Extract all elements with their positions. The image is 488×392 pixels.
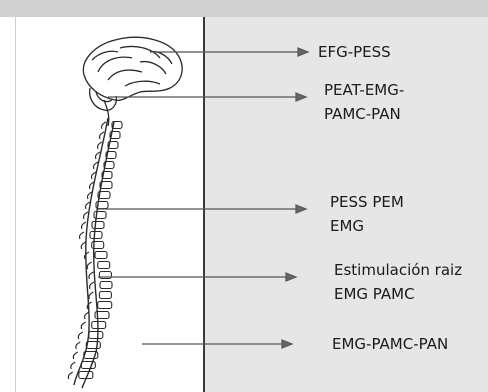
connector-lines	[98, 48, 308, 348]
arrow-head-1	[298, 48, 308, 56]
spinous-process	[89, 292, 94, 299]
label-line: PEAT-EMG-	[324, 78, 404, 102]
label-line: EFG-PESS	[318, 40, 391, 64]
arrow-head-5	[282, 340, 292, 348]
spinous-process	[81, 322, 86, 329]
vertebra	[92, 322, 106, 329]
spinous-process	[89, 272, 94, 279]
vertebra	[90, 232, 102, 239]
label-line: Estimulación raiz	[334, 258, 462, 282]
spinous-process	[81, 242, 86, 249]
label-efg-pess: EFG-PESS	[318, 40, 391, 64]
vertebra	[92, 222, 104, 229]
vertebra	[100, 282, 112, 289]
spinous-process	[90, 282, 95, 289]
spinous-process	[73, 352, 78, 359]
vertebra	[95, 252, 107, 259]
spinous-process	[68, 372, 73, 379]
label-pess-pem: PESS PEM EMG	[330, 190, 404, 238]
arrow-head-4	[286, 273, 296, 281]
vertebra	[86, 342, 100, 349]
label-line: EMG	[330, 214, 404, 238]
label-emg-pamc-pan: EMG-PAMC-PAN	[332, 332, 448, 356]
vertebra	[98, 262, 110, 269]
arrow-head-2	[296, 93, 306, 101]
brain-illustration	[83, 37, 182, 126]
vertebrae-illustration	[68, 122, 122, 380]
spinous-process	[78, 332, 83, 339]
spinous-process	[87, 262, 92, 269]
label-line: EMG-PAMC-PAN	[332, 332, 448, 356]
vertebra	[89, 332, 103, 339]
spinous-process	[80, 232, 85, 239]
label-line: PAMC-PAN	[324, 102, 404, 126]
label-line: PESS PEM	[330, 190, 404, 214]
spinous-process	[82, 222, 87, 229]
spinous-process	[84, 212, 89, 219]
spinous-process	[76, 342, 81, 349]
vertebra	[99, 292, 111, 299]
vertebra	[98, 302, 112, 309]
spinous-process	[71, 362, 76, 369]
arrow-head-3	[296, 205, 306, 213]
label-line: EMG PAMC	[334, 282, 462, 306]
label-estimulacion: Estimulación raiz EMG PAMC	[334, 258, 462, 306]
label-peat-emg: PEAT-EMG- PAMC-PAN	[324, 78, 404, 126]
